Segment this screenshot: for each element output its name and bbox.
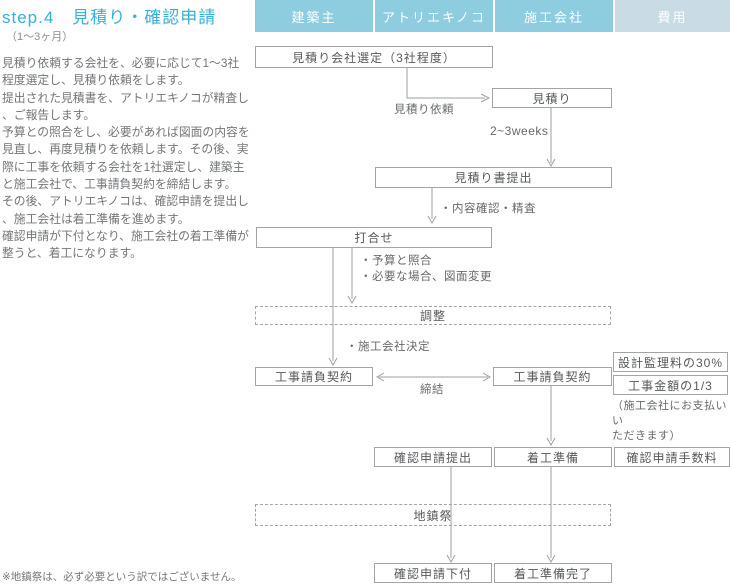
lane-header-cost: 費用 [615, 0, 730, 32]
page-title: step.4 見積り・確認申請 [2, 8, 217, 27]
box-application-fee: 確認申請手数料 [614, 447, 730, 467]
label-budget-check: ・予算と照合 [360, 255, 432, 267]
box-construction-fee: 工事金額の1/3 [613, 375, 728, 395]
label-conclusion: 締結 [420, 384, 444, 396]
label-duration: 2~3weeks [490, 124, 549, 138]
box-prep-complete: 着工準備完了 [494, 563, 612, 583]
box-contract-owner: 工事請負契約 [255, 367, 373, 386]
step-description: 見積り依頼する会社を、必要に応じて1～3社 程度選定し、見積り依頼をします。 提… [2, 56, 250, 261]
groundbreaking-footnote: ※地鎮祭は、必ず必要という訳ではございません。 [2, 571, 242, 583]
label-content-check: ・内容確認・精査 [440, 203, 536, 215]
label-builder-decision: ・施工会社決定 [346, 341, 430, 353]
box-contract-builder: 工事請負契約 [493, 367, 612, 386]
label-estimate-request: 見積り依頼 [394, 104, 454, 116]
lane-header-atelier: アトリエキノコ [375, 0, 493, 32]
box-groundbreaking: 地鎮祭 [255, 504, 611, 526]
box-start-prep: 着工準備 [494, 447, 612, 467]
box-meeting: 打合せ [256, 227, 492, 248]
page-subtitle: （1～3ヶ月） [6, 31, 74, 43]
label-payment-note: （施工会社にお支払いい ただきます） [612, 400, 727, 442]
lane-header-owner: 建築主 [255, 0, 373, 32]
box-design-fee: 設計監理料の30% [613, 352, 728, 372]
box-application-submit: 確認申請提出 [374, 447, 492, 467]
box-estimate-submission: 見積り書提出 [375, 167, 612, 188]
box-estimate: 見積り [492, 88, 612, 108]
label-drawing-change: ・必要な場合、図面変更 [360, 271, 492, 283]
box-application-granted: 確認申請下付 [374, 563, 492, 583]
box-company-selection: 見積り会社選定（3社程度） [255, 46, 493, 68]
lane-header-builder: 施工会社 [495, 0, 613, 32]
box-adjustment: 調整 [255, 306, 611, 325]
